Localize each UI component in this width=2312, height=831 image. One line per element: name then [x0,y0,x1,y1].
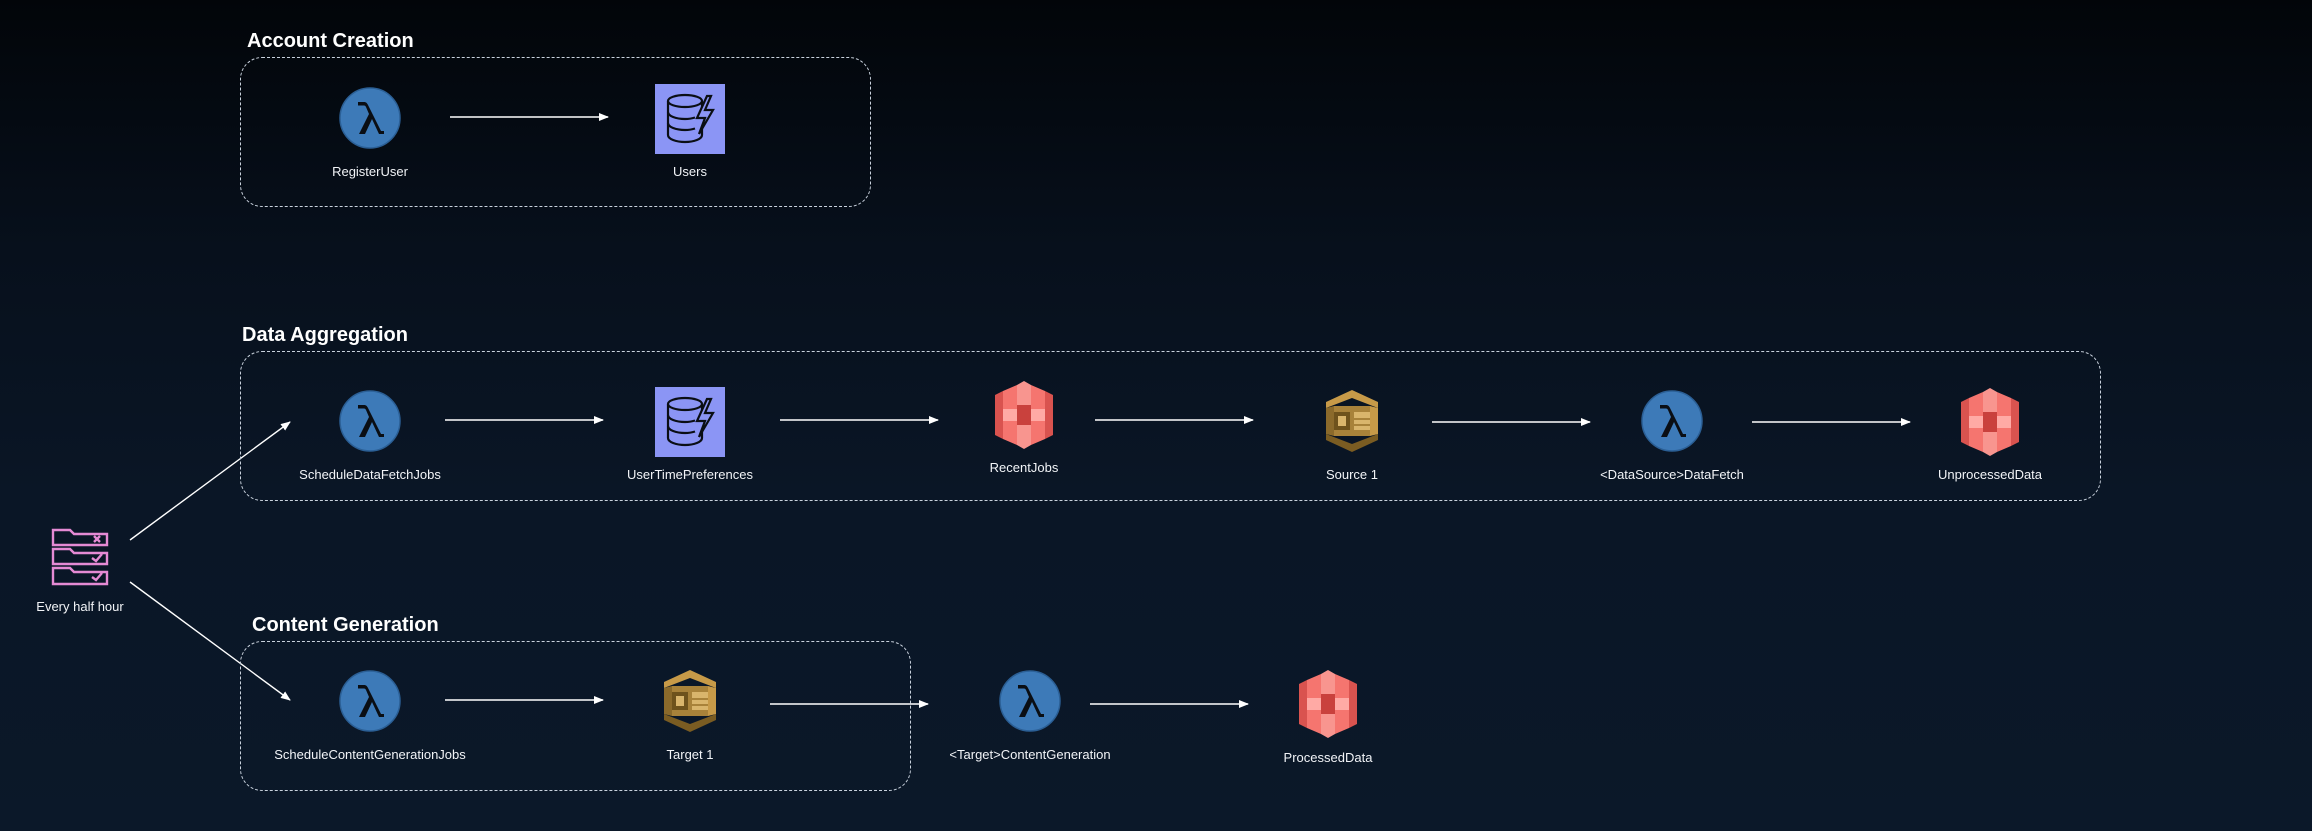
node-label-users: Users [673,164,707,179]
node-label-user-time-preferences: UserTimePreferences [627,467,753,482]
lambda-icon[interactable] [1641,390,1703,452]
lambda-icon[interactable] [339,670,401,732]
lambda-icon[interactable] [339,87,401,149]
node-label-data-fetch: <DataSource>DataFetch [1600,467,1744,482]
group-box-account-creation[interactable] [240,57,871,207]
arrow-trigger-to-schedule-data-fetch [129,421,291,541]
node-label-target-1: Target 1 [666,747,714,762]
s3-bucket-icon[interactable] [995,381,1053,449]
dynamodb-icon[interactable] [655,387,725,457]
node-label-schedule-data-fetch-jobs: ScheduleDataFetchJobs [299,467,441,482]
s3-bucket-icon[interactable] [1961,388,2019,456]
group-title-account-creation: Account Creation [247,30,414,52]
group-title-content-generation: Content Generation [252,614,439,636]
lambda-icon[interactable] [999,670,1061,732]
node-label-source-1: Source 1 [1325,467,1379,482]
s3-bucket-icon[interactable] [1299,670,1357,738]
arrow-trigger-to-schedule-content [129,581,291,701]
node-label-recent-jobs: RecentJobs [989,460,1059,475]
scheduler-icon[interactable] [50,528,110,588]
sqs-queue-icon[interactable] [1326,390,1378,452]
node-label-content-generation: <Target>ContentGeneration [949,747,1111,762]
group-box-data-aggregation[interactable] [240,351,2101,501]
node-label-register-user: RegisterUser [332,164,408,179]
node-label-schedule-content-generation-jobs: ScheduleContentGenerationJobs [274,747,466,762]
group-title-data-aggregation: Data Aggregation [242,324,408,346]
sqs-queue-icon[interactable] [664,670,716,732]
lambda-icon[interactable] [339,390,401,452]
node-label-processed-data: ProcessedData [1283,750,1373,765]
group-box-content-generation[interactable] [240,641,911,791]
dynamodb-icon[interactable] [655,84,725,154]
trigger-label: Every half hour [36,599,124,614]
node-label-unprocessed-data: UnprocessedData [1937,467,2043,482]
